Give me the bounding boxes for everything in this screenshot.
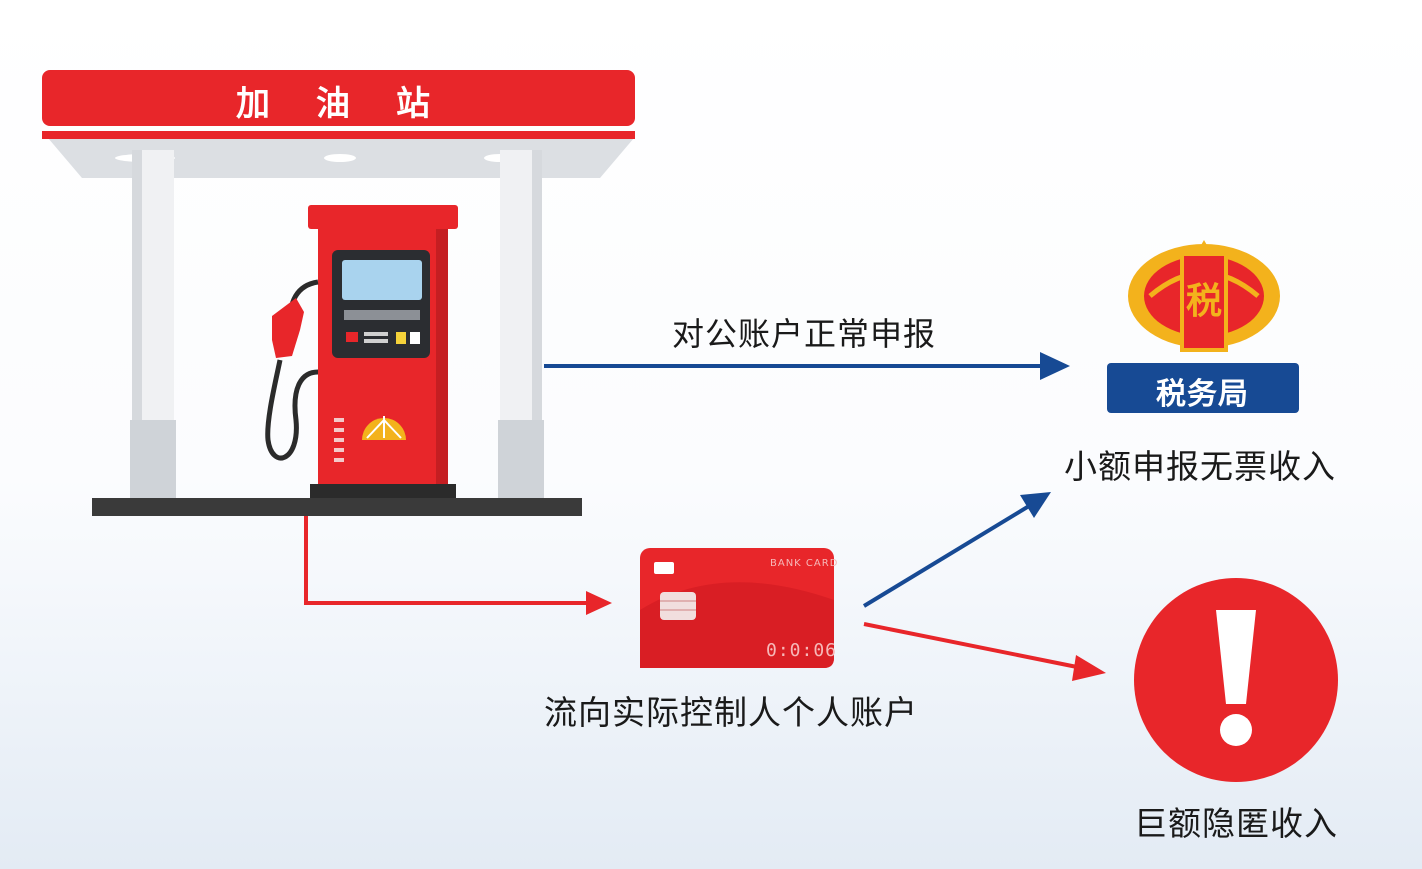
pump-button-red	[346, 332, 358, 342]
left-pillar-base	[130, 420, 176, 498]
tax-emblem-star	[1196, 240, 1212, 254]
pump-body-shade	[436, 229, 448, 487]
tax-bureau-badge-text: 税务局	[1156, 377, 1249, 412]
canopy-band	[42, 131, 635, 139]
right-pillar-shade	[532, 150, 542, 498]
station-sign-text: 加 油 站	[236, 84, 436, 124]
left-pillar-shade	[132, 150, 142, 498]
flow-arrowhead-to-card	[586, 591, 612, 615]
pump-mark	[334, 438, 344, 442]
pump-button-white	[410, 332, 420, 344]
flow-arrowhead-card-to-tax	[1020, 492, 1051, 518]
hose-loop	[265, 359, 319, 461]
tax-emblem-center	[1180, 252, 1228, 352]
pump-logo-rays	[366, 416, 402, 439]
card-number-text: 0:0:06	[766, 640, 838, 661]
flow-line-card-to-tax	[862, 501, 1036, 608]
pump-button-yellow	[396, 332, 406, 344]
pump-base	[310, 484, 456, 498]
warning-exclamation-bar	[1216, 610, 1256, 704]
pump-mark	[334, 428, 344, 432]
pump-screen	[342, 260, 422, 300]
station-platform	[92, 498, 582, 516]
canopy-stripe	[42, 126, 635, 131]
flow-arrowhead-public-account	[1040, 352, 1070, 380]
pump-mark	[334, 448, 344, 452]
card-contactless-icon	[654, 562, 674, 574]
pump-mark	[334, 418, 344, 422]
card-brand-text: BANK CARD	[770, 558, 839, 569]
right-pillar-base	[498, 420, 544, 498]
canopy-light	[324, 154, 356, 162]
warning-exclamation-dot	[1220, 714, 1252, 746]
tax-emblem-char: 税	[1186, 281, 1224, 322]
tax-bureau-badge	[1107, 363, 1299, 413]
card-chip-icon	[660, 592, 696, 620]
flow-line-station-to-card	[304, 516, 590, 605]
nozzle-icon	[272, 298, 304, 358]
pump-keypad	[364, 332, 388, 336]
public-account-label: 对公账户正常申报	[672, 315, 937, 353]
pump-top	[308, 205, 458, 229]
warning-caption: 巨额隐匿收入	[1134, 804, 1338, 843]
pump-keypad	[364, 339, 388, 343]
pump-slot	[344, 310, 420, 320]
flow-line-card-to-warning	[863, 622, 1083, 670]
personal-account-label: 流向实际控制人个人账户	[544, 693, 918, 732]
pump-mark	[334, 458, 344, 462]
canopy-sign	[42, 70, 635, 126]
flow-arrowhead-card-to-warning	[1072, 655, 1106, 681]
tax-bureau-caption: 小额申报无票收入	[1064, 447, 1336, 486]
